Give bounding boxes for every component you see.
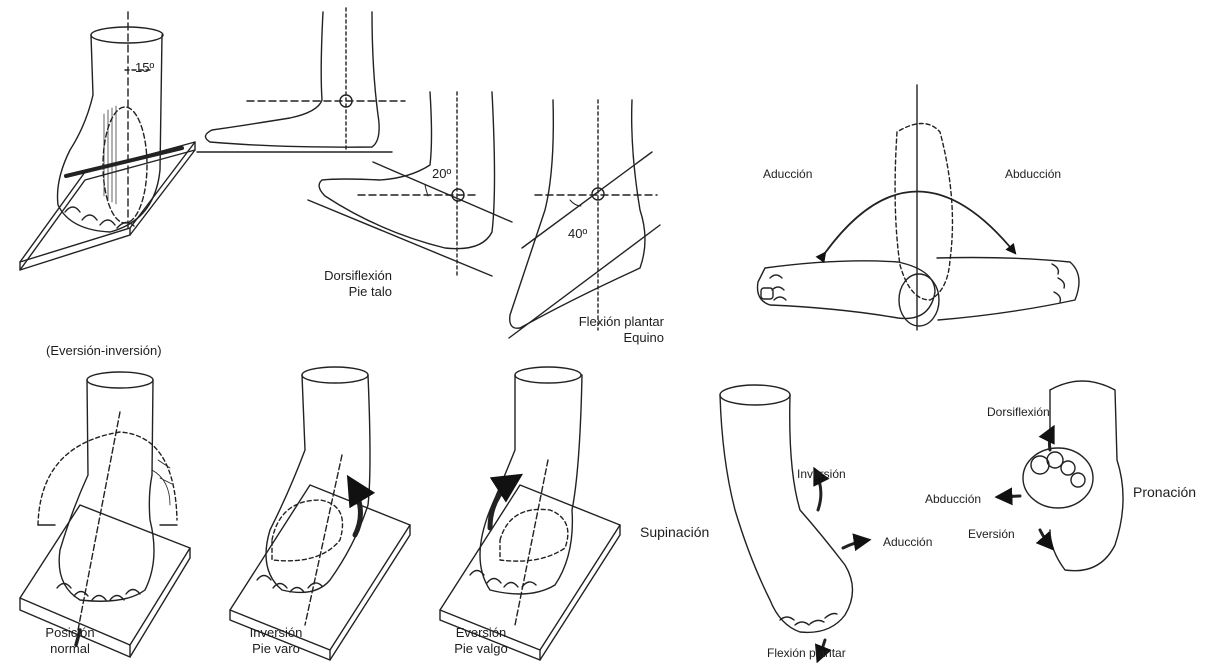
abduccion-pronation-label: Abducción: [925, 491, 981, 507]
supinacion-label: Supinación: [640, 524, 709, 540]
pronacion-label: Pronación: [1133, 484, 1196, 500]
inversion-foot: [230, 367, 410, 660]
adduction-abduction-figure: [758, 85, 1080, 330]
eversion-label-line1: Eversión: [441, 625, 521, 641]
plantar-flexion-label-line1: Flexión plantar: [560, 314, 664, 330]
flexion-plantar-supination-label: Flexión plantar: [767, 645, 846, 661]
supination-foot: [720, 385, 868, 660]
dorsiflexion-label-line1: Dorsiflexión: [296, 268, 392, 284]
inversion-label: Inversión Pie varo: [236, 625, 316, 657]
neutral-side-foot: [197, 8, 405, 152]
eversion-foot: [440, 367, 620, 660]
normal-position-label: Posición normal: [30, 625, 110, 657]
plantar-flexion-label-line2: Equino: [560, 330, 664, 346]
inversion-label-line2: Pie varo: [236, 641, 316, 657]
normal-position-foot: [20, 372, 190, 657]
dorsiflexion-label: Dorsiflexión Pie talo: [296, 268, 392, 300]
dorsiflexion-label-line2: Pie talo: [296, 284, 392, 300]
rotation-foot-figure: [20, 12, 195, 270]
inversion-label-line1: Inversión: [236, 625, 316, 641]
inversion-supination-label: Inversión: [797, 466, 846, 482]
normal-position-line2: normal: [30, 641, 110, 657]
plantar-angle-label: 40º: [568, 226, 587, 242]
abduccion-top-label: Abducción: [1005, 166, 1061, 182]
plantar-flexion-label: Flexión plantar Equino: [560, 314, 664, 346]
eversion-inversion-label: (Eversión-inversión): [46, 343, 162, 359]
rotation-angle-label: 15º: [135, 60, 154, 76]
dorsiflexion-pronation-label: Dorsiflexión: [987, 404, 1050, 420]
dorsiflexion-foot: [308, 92, 512, 276]
dorsiflexion-angle-label: 20º: [432, 166, 451, 182]
normal-position-line1: Posición: [30, 625, 110, 641]
eversion-label-line2: Pie valgo: [441, 641, 521, 657]
eversion-label: Eversión Pie valgo: [441, 625, 521, 657]
plantar-flexion-foot: [509, 100, 660, 338]
aduccion-top-label: Aducción: [763, 166, 812, 182]
aduccion-supination-label: Aducción: [883, 534, 932, 550]
eversion-pronation-label: Eversión: [968, 526, 1015, 542]
